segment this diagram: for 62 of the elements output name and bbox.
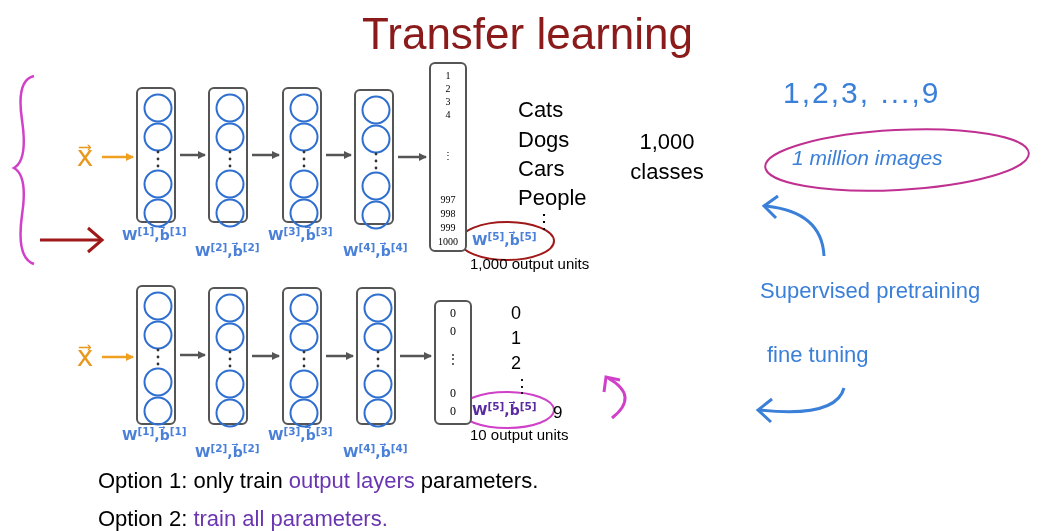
unit-number: 0 (449, 326, 457, 337)
unit-number: 1 (444, 70, 452, 81)
arrow (102, 153, 134, 161)
output-layer-box (429, 62, 467, 252)
weight-label: W$^{[4]}$,b⃗$^{[4]}$ (343, 242, 408, 260)
class-name: Cats (518, 96, 564, 124)
arrow (180, 151, 206, 159)
digit-class: 2 (511, 352, 521, 375)
step-label: Supervised pretraining (760, 277, 981, 305)
ellipsis-mark: ⋮ (513, 375, 531, 398)
arrow (326, 352, 354, 360)
unit-count: 10 output units (470, 425, 569, 445)
arrow (252, 151, 280, 159)
weight-label: W$^{[2]}$,b⃗$^{[2]}$ (195, 443, 260, 461)
unit-number: 998 (439, 208, 457, 219)
arrow (102, 353, 134, 361)
unit-number: 997 (439, 194, 457, 205)
class-count: 1,000 classes (629, 128, 705, 186)
unit-number: 1000 (437, 236, 459, 247)
digit-class: 9 (553, 402, 563, 424)
weight-label: W$^{[2]}$,b⃗$^{[2]}$ (195, 242, 260, 260)
output-layer-box (434, 300, 472, 425)
unit-number: ⋮ (446, 354, 460, 365)
step-label: fine tuning (767, 341, 869, 369)
arrow (326, 151, 352, 159)
digit-class: 0 (511, 302, 521, 325)
dataset-size: 1 million images (792, 145, 943, 171)
weight-label: W$^{[5]}$,b⃗$^{[5]}$ (472, 231, 537, 249)
unit-number: 0 (449, 308, 457, 319)
arrow (252, 352, 280, 360)
layer-box (208, 287, 248, 425)
weight-label: W$^{[3]}$,b⃗$^{[3]}$ (268, 426, 333, 444)
unit-number: 999 (439, 222, 457, 233)
ellipsis-mark: ⋮ (534, 210, 554, 232)
input-symbol: x⃗ (76, 141, 94, 173)
weight-label: W$^{[1]}$,b⃗$^{[1]}$ (122, 226, 187, 244)
input-symbol: x⃗ (76, 341, 94, 373)
weight-label: W$^{[5]}$,b⃗$^{[5]}$ (472, 401, 537, 419)
class-name: People (518, 184, 587, 212)
title: Transfer learning (361, 8, 694, 60)
option-text: Option 2: train all parameters. (98, 505, 388, 531)
unit-number: 4 (444, 109, 452, 120)
arrow (398, 153, 427, 161)
weight-label: W$^{[1]}$,b⃗$^{[1]}$ (122, 426, 187, 444)
weight-label: W$^{[4]}$,b⃗$^{[4]}$ (343, 443, 408, 461)
option-text: Option 1: only train output layers parameters. (98, 467, 539, 495)
digit-class: 1 (511, 327, 521, 350)
weight-label: W$^{[3]}$,b⃗$^{[3]}$ (268, 226, 333, 244)
unit-number: 0 (449, 388, 457, 399)
unit-number: 2 (444, 83, 452, 94)
layer-box (136, 285, 176, 425)
layer-box (282, 287, 322, 425)
arrow (400, 352, 432, 360)
unit-number: 3 (444, 96, 452, 107)
class-name: Cars (518, 155, 565, 183)
unit-number: 0 (449, 406, 457, 417)
unit-count: 1,000 output units (470, 254, 590, 274)
unit-number: ⋮ (442, 150, 454, 161)
arrow (180, 351, 206, 359)
digit-list: 1,2,3, ...,9 (783, 70, 941, 115)
layer-box (356, 287, 396, 425)
class-name: Dogs (518, 126, 570, 154)
